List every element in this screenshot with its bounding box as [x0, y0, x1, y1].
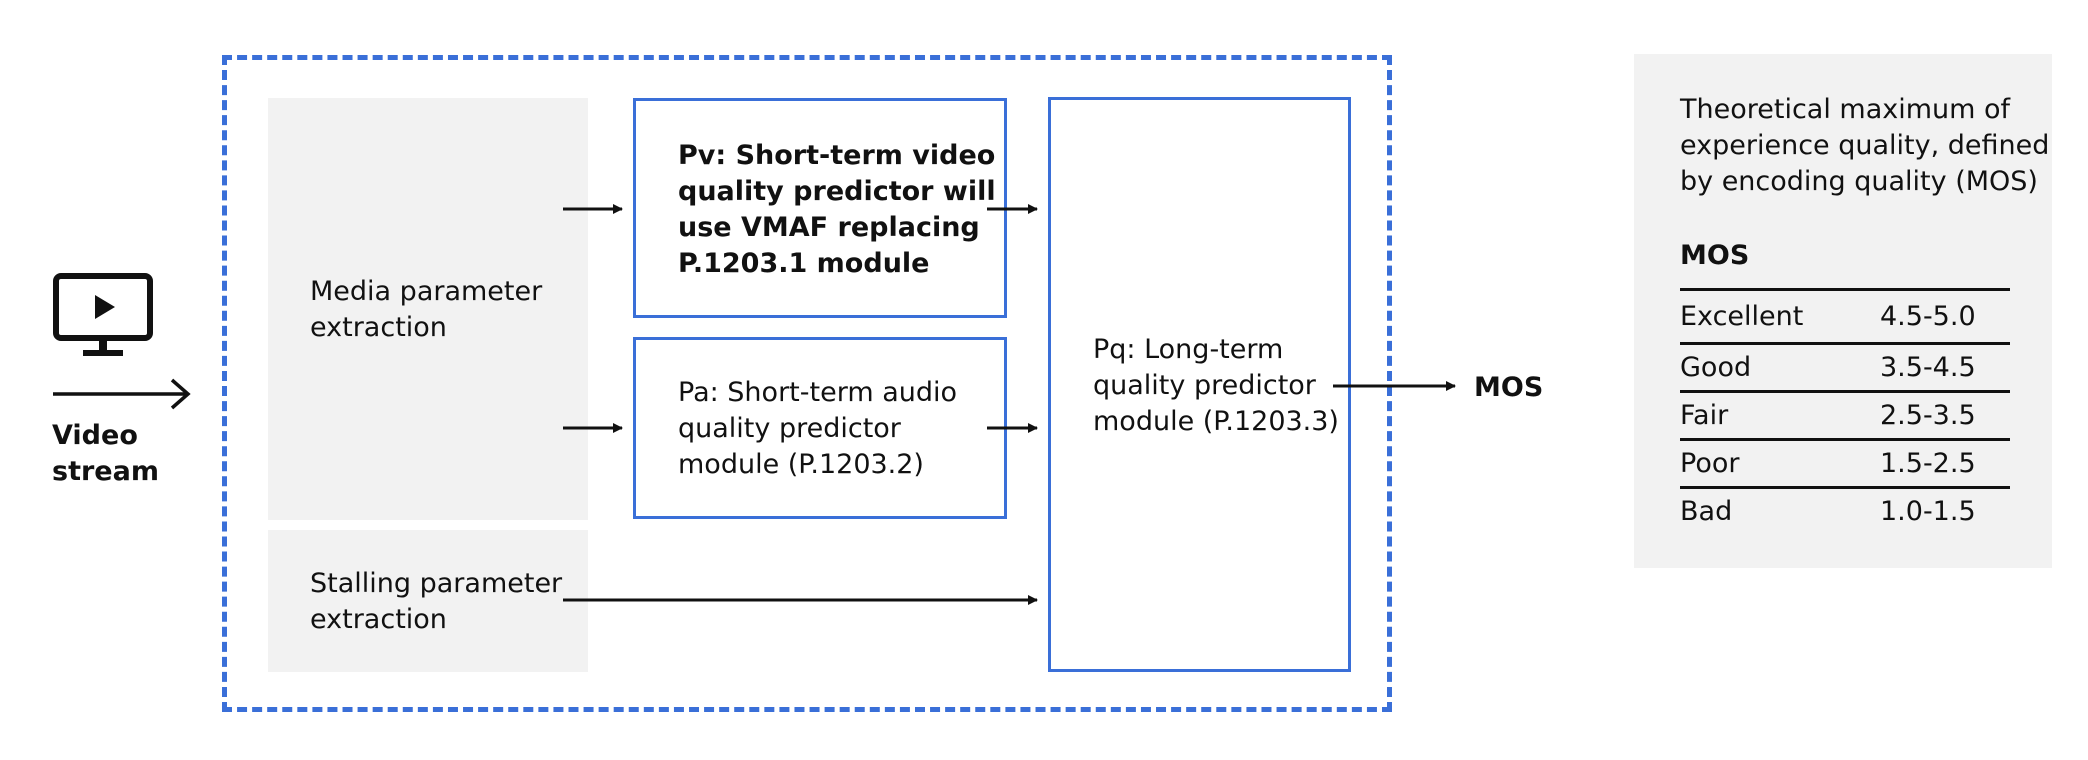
table-row: Excellent 4.5-5.0 — [1680, 288, 2010, 344]
mos-row-label: Bad — [1680, 486, 1880, 534]
table-row: Bad 1.0-1.5 — [1680, 486, 2010, 534]
table-row: Fair 2.5-3.5 — [1680, 390, 2010, 440]
video-stream-label: Video stream — [52, 420, 159, 487]
legend-table-title: MOS — [1680, 240, 1750, 271]
pq-long-term-predictor-label: Pq: Long-term quality predictor module (… — [1093, 334, 1339, 437]
mos-row-range: 4.5-5.0 — [1880, 288, 2010, 344]
pv-video-predictor-label: Pv: Short-term video quality predictor w… — [678, 140, 996, 279]
stalling-extraction-panel — [268, 530, 588, 672]
table-row: Good 3.5-4.5 — [1680, 342, 2010, 392]
mos-row-label: Poor — [1680, 438, 1880, 488]
table-row: Poor 1.5-2.5 — [1680, 438, 2010, 488]
system-boundary — [222, 55, 1392, 712]
mos-scale-table: Excellent 4.5-5.0 Good 3.5-4.5 Fair 2.5-… — [1680, 288, 2010, 534]
mos-row-range: 1.0-1.5 — [1880, 486, 2010, 534]
video-monitor-icon — [53, 273, 153, 356]
pq-long-term-predictor-box — [1048, 97, 1351, 672]
media-extraction-label: Media parameter extraction — [310, 276, 543, 343]
mos-row-label: Excellent — [1680, 288, 1880, 344]
mos-output-label: MOS — [1474, 372, 1544, 403]
pa-audio-predictor-label: Pa: Short-term audio quality predictor m… — [678, 377, 958, 480]
stalling-extraction-label: Stalling parameter extraction — [310, 568, 563, 635]
mos-row-range: 3.5-4.5 — [1880, 342, 2010, 392]
mos-row-range: 1.5-2.5 — [1880, 438, 2010, 488]
pa-audio-predictor-box — [633, 337, 1007, 519]
mos-row-label: Fair — [1680, 390, 1880, 440]
legend-description: Theoretical maximum of experience qualit… — [1680, 94, 2050, 197]
mos-row-range: 2.5-3.5 — [1880, 390, 2010, 440]
mos-row-label: Good — [1680, 342, 1880, 392]
arrow-video-input — [53, 378, 191, 410]
media-extraction-panel — [268, 98, 588, 520]
